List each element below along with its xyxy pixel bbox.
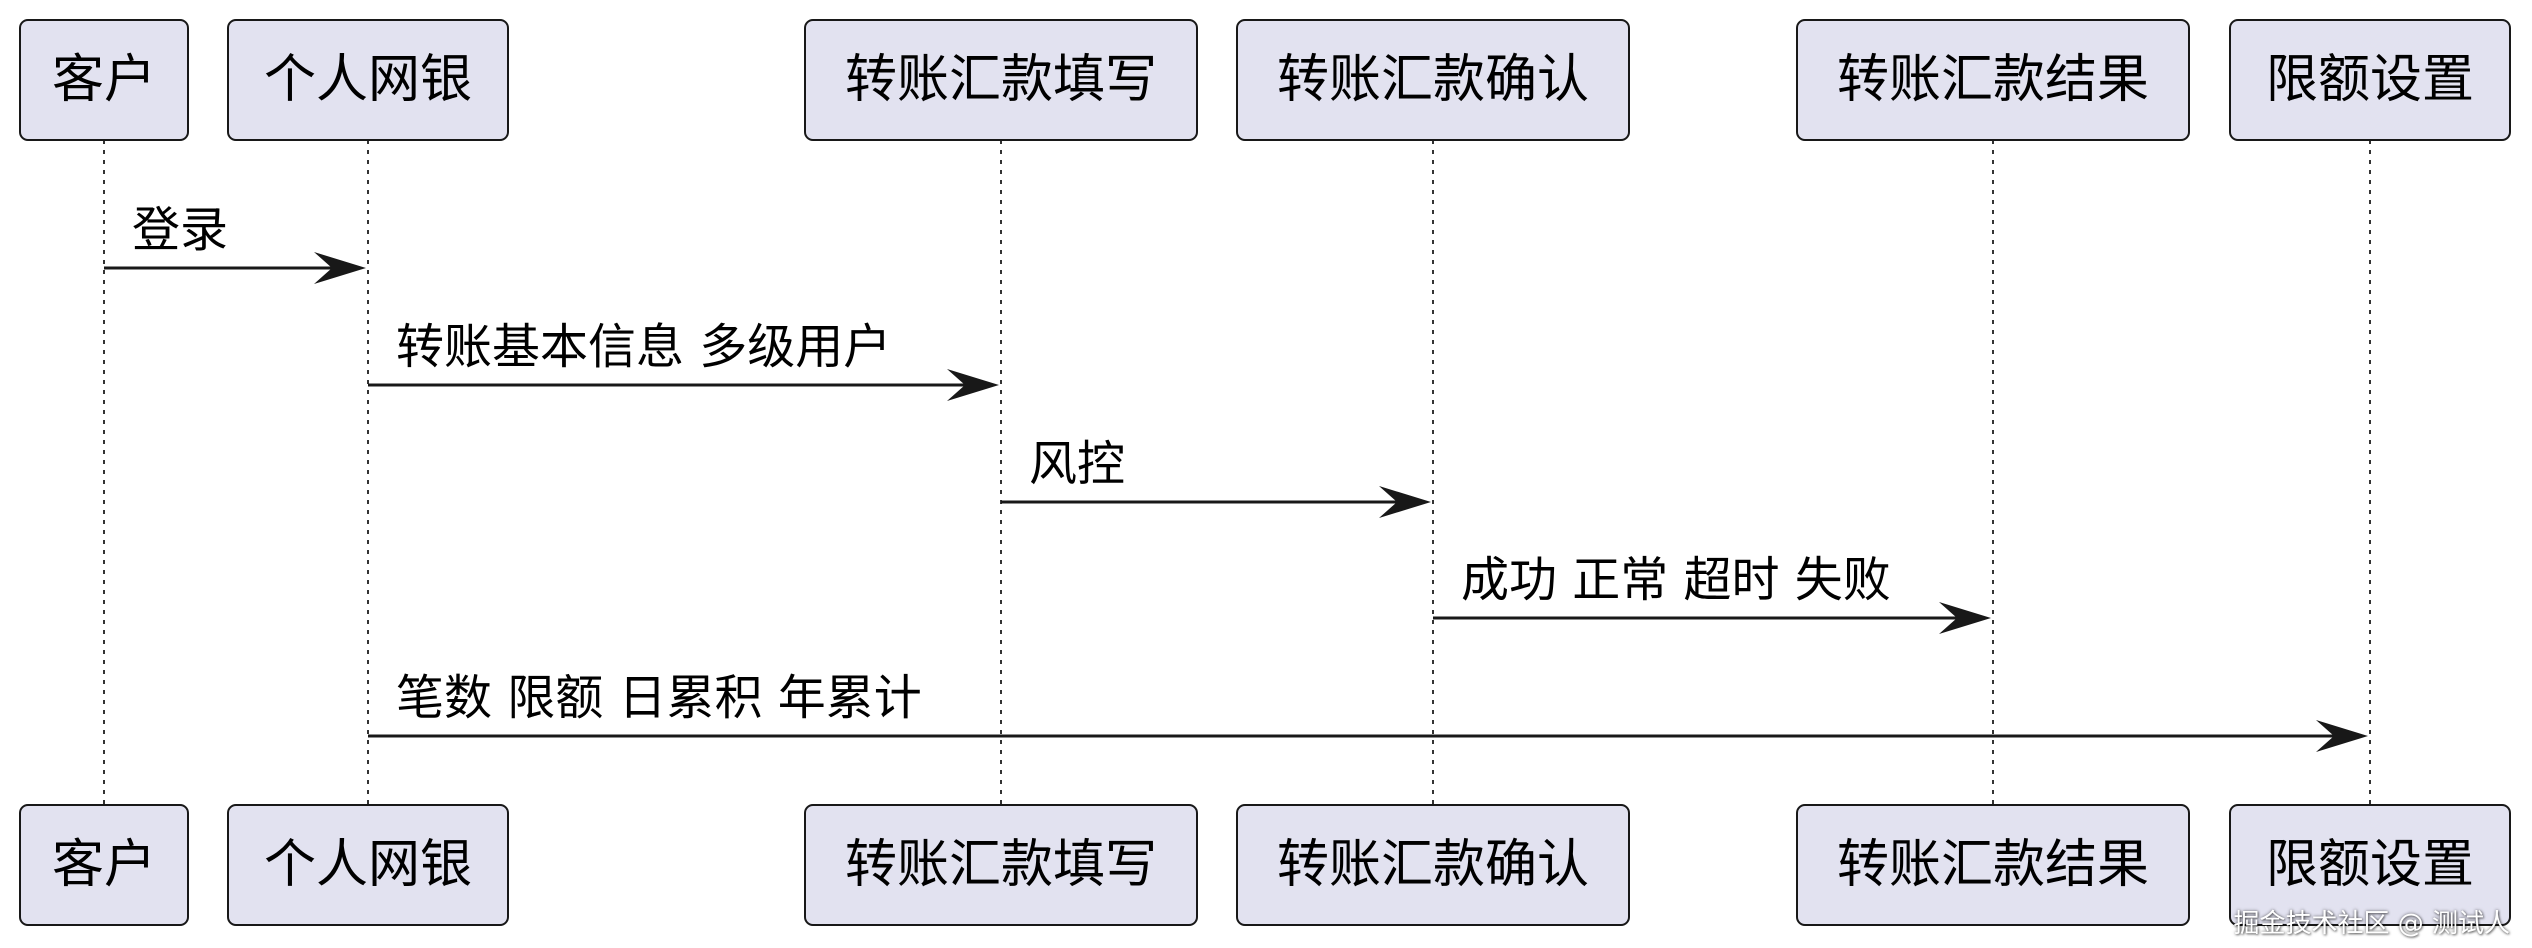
participant-box-top-p3 [804, 19, 1198, 141]
participant-box-bottom-p2 [227, 804, 509, 926]
message-label-4: 成功 正常 超时 失败 [1461, 552, 1891, 608]
participants-top: 客户 个人网银 转账汇款填写 转账汇款确认 转账汇款结果 限额设置 [19, 19, 2511, 141]
watermark: 掘金技术社区 @ 测试人 [2233, 909, 2510, 939]
participant-box-bottom-p6 [2229, 804, 2511, 926]
participant-box-bottom-p5 [1796, 804, 2190, 926]
message-label-3: 风控 [1029, 436, 1125, 492]
participant-box-bottom-p3 [804, 804, 1198, 926]
participant-box-top-p2 [227, 19, 509, 141]
message-label-1: 登录 [132, 202, 228, 258]
participant-label-top-p2: 个人网银 [264, 50, 472, 110]
participant-label-top-p5: 转账汇款结果 [1837, 50, 2149, 110]
message-arrow-head-1 [314, 252, 366, 284]
lifelines [103, 140, 2371, 805]
participant-label-top-p1: 客户 [52, 50, 156, 110]
participants-bottom: 客户 个人网银 转账汇款填写 转账汇款确认 转账汇款结果 限额设置 [19, 804, 2511, 926]
message-arrow-head-4 [1939, 602, 1991, 634]
participant-label-bottom-p5: 转账汇款结果 [1837, 835, 2149, 895]
participant-label-top-p4: 转账汇款确认 [1277, 50, 1589, 110]
participant-label-top-p6: 限额设置 [2266, 50, 2474, 110]
participant-label-bottom-p1: 客户 [52, 835, 156, 895]
participant-label-bottom-p4: 转账汇款确认 [1277, 835, 1589, 895]
participant-box-top-p5 [1796, 19, 2190, 141]
participant-box-top-p6 [2229, 19, 2511, 141]
message-arrow-head-3 [1379, 486, 1431, 518]
participant-label-top-p3: 转账汇款填写 [845, 50, 1157, 110]
participant-box-top-p1 [19, 19, 189, 141]
participant-box-bottom-p1 [19, 804, 189, 926]
participant-box-top-p4 [1236, 19, 1630, 141]
message-arrow-head-2 [947, 369, 999, 401]
participant-box-bottom-p4 [1236, 804, 1630, 926]
message-label-2: 转账基本信息 多级用户 [396, 319, 891, 375]
message-label-5: 笔数 限额 日累积 年累计 [396, 670, 922, 726]
message-arrow-head-5 [2316, 720, 2368, 752]
participant-label-bottom-p2: 个人网银 [264, 835, 472, 895]
participant-label-bottom-p3: 转账汇款填写 [845, 835, 1157, 895]
participant-label-bottom-p6: 限额设置 [2266, 835, 2474, 895]
